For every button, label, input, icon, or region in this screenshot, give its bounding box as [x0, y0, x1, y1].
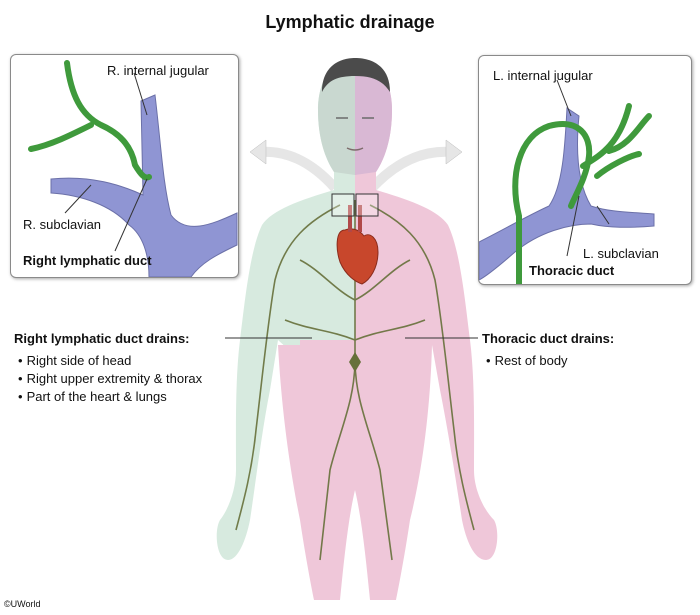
right-duct-drains-list: Right side of head Right upper extremity… — [18, 352, 203, 406]
thoracic-duct-drains-heading: Thoracic duct drains: — [482, 331, 615, 346]
cisterna-chyli — [349, 352, 361, 372]
right-drainage-region — [216, 60, 355, 560]
heart — [336, 228, 379, 285]
thoracic-duct-inset: L. internal jugular L. subclavian Thorac… — [478, 55, 692, 285]
arrow-to-left-inset-head — [445, 139, 463, 165]
arrow-to-left-inset — [368, 146, 453, 192]
diagram-title: Lymphatic drainage — [265, 12, 435, 32]
list-item: Rest of body — [486, 352, 568, 370]
left-inset-illustration — [479, 79, 655, 284]
right-duct-drains-heading: Right lymphatic duct drains: — [14, 331, 190, 346]
thoracic-duct-label: Thoracic duct — [529, 263, 615, 278]
right-subclavian-label: R. subclavian — [23, 217, 102, 232]
copyright-credit: ©UWorld — [4, 599, 41, 609]
left-internal-jugular-label: L. internal jugular — [493, 68, 593, 83]
arrow-to-right-inset — [257, 146, 339, 192]
right-lymphatic-duct-vessel — [28, 60, 152, 181]
thoracic-duct-vessel-inset — [512, 103, 652, 284]
list-item: Right upper extremity & thorax — [18, 370, 203, 388]
right-inset-illustration — [28, 60, 238, 277]
list-item: Part of the heart & lungs — [18, 388, 202, 406]
neck-box-right — [331, 193, 355, 217]
thoracic-duct-drains-list: Rest of body — [486, 352, 568, 370]
left-internal-jugular-vein — [479, 107, 655, 281]
right-lymphatic-duct-label: Right lymphatic duct — [23, 253, 152, 268]
right-lymphatic-duct-inset: R. internal jugular R. subclavian Right … — [10, 54, 239, 278]
list-item: Right side of head — [18, 352, 202, 370]
neck-box-left — [355, 193, 379, 217]
right-internal-jugular-label: R. internal jugular — [107, 63, 209, 78]
arrow-to-right-inset-head — [249, 139, 267, 165]
left-subclavian-label: L. subclavian — [583, 246, 659, 261]
